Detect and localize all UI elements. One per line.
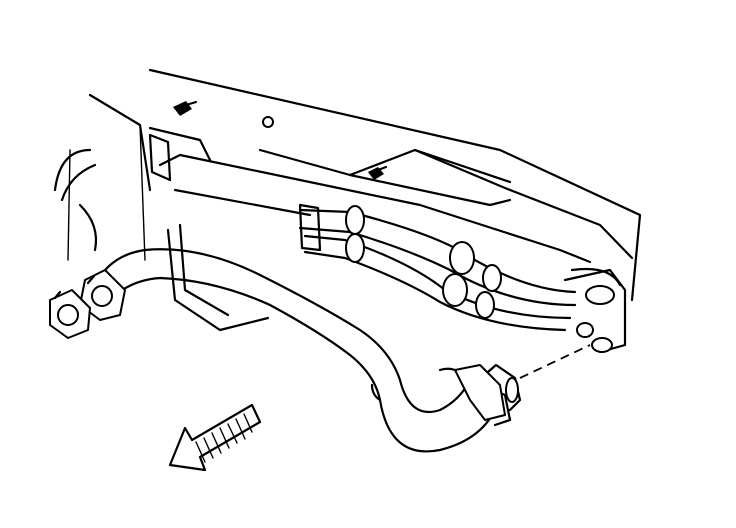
bolt-upper bbox=[173, 100, 198, 116]
vehicle-body-panel bbox=[53, 68, 642, 332]
heater-hose-upper bbox=[298, 203, 577, 332]
bolt-middle bbox=[368, 165, 388, 180]
mounting-hole bbox=[262, 116, 274, 128]
quick-connect-fitting bbox=[49, 269, 126, 339]
alignment-line bbox=[519, 344, 591, 379]
hose-clamp bbox=[454, 363, 522, 421]
heater-core-pipes bbox=[563, 267, 627, 354]
direction-arrow bbox=[168, 403, 262, 472]
